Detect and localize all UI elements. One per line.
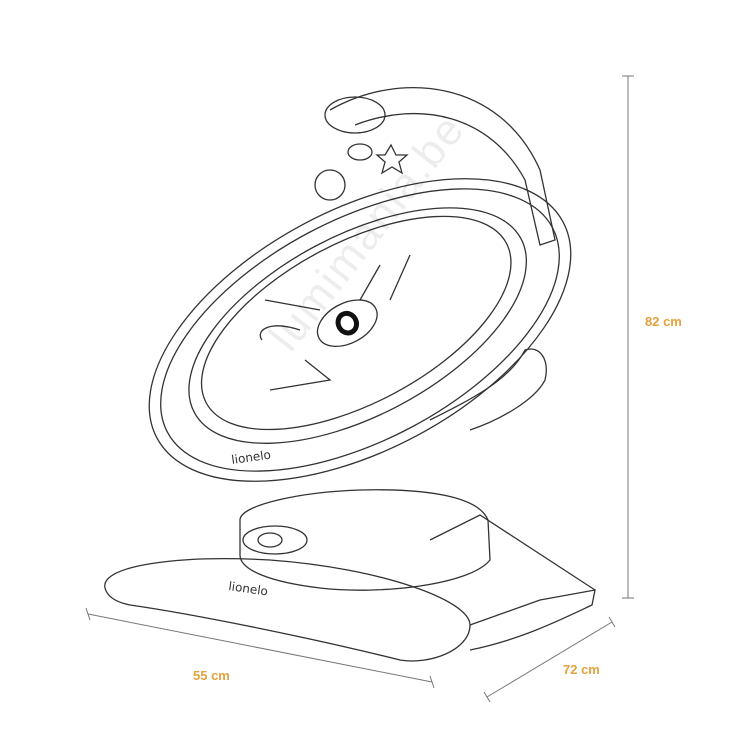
dimension-lines	[85, 75, 634, 703]
seat-logo: lionelo	[230, 448, 271, 467]
toy-arch	[329, 87, 556, 246]
pedestal	[239, 489, 491, 591]
harness-buckle	[316, 299, 378, 347]
height-dimension-label: 82 cm	[645, 314, 682, 329]
control-panel	[242, 525, 308, 555]
seat-cushion	[188, 207, 528, 444]
fish-toy	[347, 143, 373, 161]
base-logo: lionelo	[228, 579, 269, 598]
depth-dimension-label: 72 cm	[563, 662, 600, 677]
balloon-toy	[314, 169, 346, 201]
base-front-foot	[104, 558, 471, 662]
star-toy	[375, 143, 409, 175]
width-dimension-label: 55 cm	[193, 668, 230, 683]
seat-outer-rim	[148, 178, 572, 482]
toy-ring	[324, 96, 386, 134]
